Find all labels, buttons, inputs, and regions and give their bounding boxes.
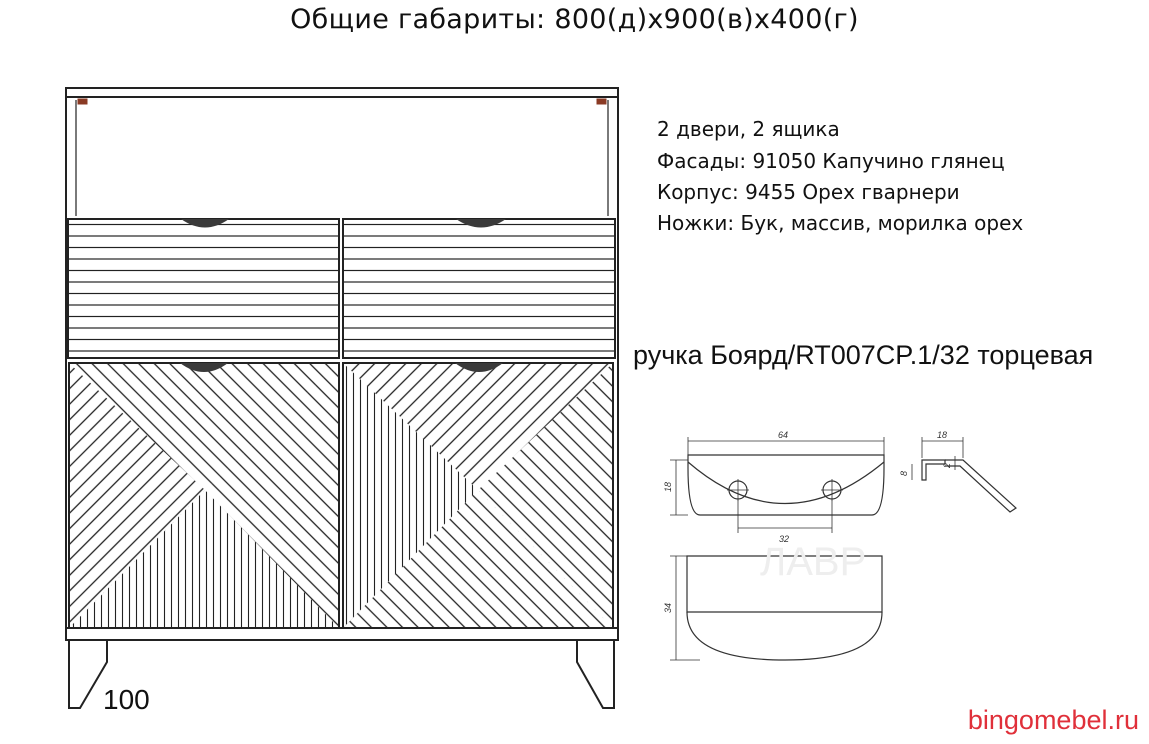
dim-depth: 34 xyxy=(663,603,673,613)
dim-profile-thickness: 2 xyxy=(942,463,952,469)
spec-legs: Ножки: Бук, массив, морилка орех xyxy=(657,211,1024,235)
drawer-handle-icon xyxy=(181,219,229,228)
handle-title: ручка Боярд/RT007CP.1/32 торцевая xyxy=(633,340,1094,370)
legs xyxy=(68,639,615,709)
drawer-left xyxy=(67,218,340,359)
door-right xyxy=(342,362,614,629)
cabinet-plinth xyxy=(65,627,619,641)
door-left xyxy=(68,362,340,629)
drawer-handle-icon xyxy=(456,219,506,228)
spec-doors-drawers: 2 двери, 2 ящика xyxy=(657,117,840,141)
dim-height: 18 xyxy=(663,482,673,492)
website-link[interactable]: bingomebel.ru xyxy=(967,705,1139,735)
handle-drawing xyxy=(670,437,1017,661)
watermark: ЛАВР xyxy=(760,540,866,584)
cabinet-top xyxy=(65,87,619,98)
leg-left xyxy=(68,639,108,709)
leg-height-label: 100 xyxy=(103,684,150,715)
dim-width: 64 xyxy=(778,430,788,440)
dim-profile-height: 8 xyxy=(899,471,909,476)
leg-right xyxy=(576,639,615,709)
spec-facades: Фасады: 91050 Капучино глянец xyxy=(657,149,1005,173)
door-handle-icon xyxy=(180,363,228,372)
drawer-right xyxy=(342,218,616,359)
handle-dimension-labels: 64 18 32 34 18 8 2 ЛАВР xyxy=(663,430,952,613)
spec-body: Корпус: 9455 Орех гварнери xyxy=(657,180,960,204)
dim-spacing: 32 xyxy=(779,534,789,544)
dim-profile-width: 18 xyxy=(937,430,947,440)
overall-dimensions-title: Общие габариты: 800(д)х900(в)х400(г) xyxy=(290,4,859,35)
handle-front-view xyxy=(687,454,885,516)
door-handle-icon xyxy=(455,363,503,372)
